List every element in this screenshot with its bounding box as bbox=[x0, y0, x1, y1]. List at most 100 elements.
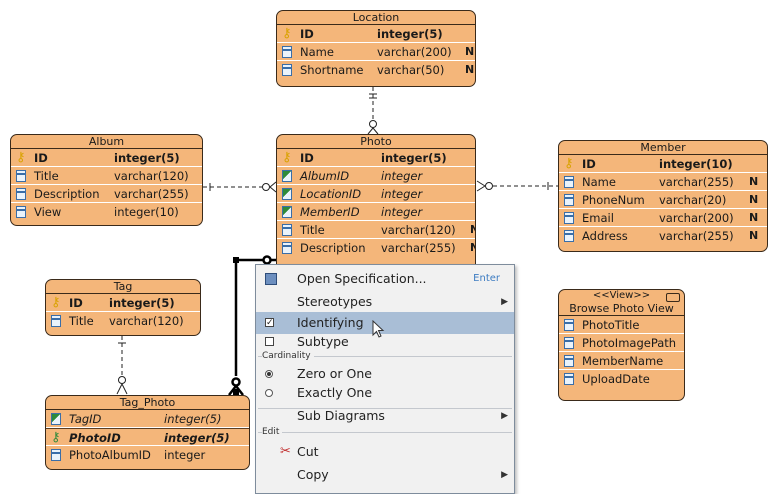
submenu-arrow-icon: ▶ bbox=[501, 470, 508, 480]
table-row[interactable]: Shortname varchar(50) N bbox=[277, 61, 475, 79]
mouse-cursor-icon bbox=[372, 320, 385, 338]
menu-item-subtype[interactable]: Subtype bbox=[256, 331, 514, 353]
primary-key-icon: ⚷ bbox=[282, 150, 292, 165]
entity-tag-photo-title: Tag_Photo bbox=[46, 396, 249, 410]
column-icon bbox=[564, 355, 574, 367]
entity-location[interactable]: Location ⚷ ID integer(5) Name varchar(20… bbox=[276, 10, 476, 87]
table-row[interactable]: TagID integer(5) bbox=[46, 410, 249, 428]
foreign-key-icon bbox=[282, 188, 292, 200]
radio-unselected-icon bbox=[265, 389, 273, 397]
view-stereotype: <<View>> bbox=[592, 290, 651, 301]
entity-member[interactable]: Member ⚷ ID integer(10) Name varchar(255… bbox=[558, 140, 768, 252]
column-icon bbox=[564, 176, 574, 188]
menu-item-stereotypes[interactable]: Stereotypes ▶ bbox=[256, 291, 514, 313]
column-icon bbox=[282, 224, 292, 236]
nullable-badge: N bbox=[470, 239, 475, 257]
nullable-badge: N bbox=[465, 45, 475, 58]
nullable-badge: N bbox=[749, 211, 759, 224]
table-row[interactable]: PhoneNum varchar(20) N bbox=[559, 191, 767, 209]
entity-tag-title: Tag bbox=[46, 280, 200, 294]
entity-photo-title: Photo bbox=[277, 135, 475, 149]
nullable-badge: N bbox=[470, 221, 475, 239]
menu-item-exactly-one[interactable]: Exactly One bbox=[256, 382, 514, 404]
table-row[interactable]: UploadDate bbox=[559, 370, 684, 388]
nullable-badge: N bbox=[749, 175, 759, 188]
menu-separator bbox=[256, 404, 514, 414]
table-row[interactable]: MemberID integer bbox=[277, 203, 475, 221]
entity-location-title: Location bbox=[277, 11, 475, 25]
menu-item-identifying[interactable]: ✓ Identifying bbox=[256, 312, 514, 334]
column-icon bbox=[564, 319, 574, 331]
submenu-arrow-icon: ▶ bbox=[501, 297, 508, 307]
nullable-badge: N bbox=[465, 63, 475, 76]
table-row[interactable]: LocationID integer bbox=[277, 185, 475, 203]
entity-tag-photo[interactable]: Tag_Photo TagID integer(5) ⚷ PhotoID int… bbox=[45, 395, 250, 470]
menu-item-cut[interactable]: ✂ Cut bbox=[280, 444, 319, 459]
table-row[interactable]: AlbumID integer bbox=[277, 167, 475, 185]
view-icon bbox=[666, 293, 680, 302]
table-row[interactable]: ⚷ ID integer(5) bbox=[11, 149, 202, 167]
column-icon bbox=[282, 64, 292, 76]
table-row[interactable]: PhotoAlbumID integer bbox=[46, 446, 249, 464]
column-icon bbox=[16, 188, 26, 200]
table-row[interactable]: Title varchar(120) bbox=[11, 167, 202, 185]
nullable-badge: N bbox=[749, 193, 759, 206]
table-row[interactable]: Email varchar(200) N bbox=[559, 209, 767, 227]
table-row[interactable]: Name varchar(255) N bbox=[559, 173, 767, 191]
submenu-arrow-icon: ▶ bbox=[501, 411, 508, 421]
table-row[interactable]: Title varchar(120) bbox=[46, 312, 200, 330]
table-row[interactable]: ⚷ PhotoID integer(5) bbox=[46, 428, 249, 446]
primary-key-icon: ⚷ bbox=[16, 150, 26, 165]
foreign-key-icon bbox=[51, 413, 61, 425]
menu-item-sub-diagrams[interactable]: Sub Diagrams ▶ bbox=[256, 405, 514, 427]
menu-section-edit: Edit bbox=[256, 427, 514, 438]
column-icon bbox=[564, 373, 574, 385]
table-row[interactable]: PhotoImagePath bbox=[559, 334, 684, 352]
column-icon bbox=[564, 212, 574, 224]
nullable-badge: N bbox=[749, 229, 759, 242]
table-row[interactable]: Address varchar(255) N bbox=[559, 227, 767, 245]
primary-foreign-key-icon: ⚷ bbox=[51, 430, 61, 445]
table-row[interactable]: Description varchar(255) N bbox=[277, 239, 475, 257]
primary-key-icon: ⚷ bbox=[51, 295, 61, 310]
table-row[interactable]: ⚷ ID integer(5) bbox=[46, 294, 200, 312]
entity-photo[interactable]: Photo ⚷ ID integer(5) AlbumID integer Lo… bbox=[276, 134, 476, 274]
column-icon bbox=[282, 242, 292, 254]
radio-selected-icon bbox=[265, 370, 273, 378]
table-row[interactable]: Name varchar(200) N bbox=[277, 43, 475, 61]
column-icon bbox=[51, 449, 61, 461]
column-icon bbox=[16, 170, 26, 182]
shortcut-label: Enter bbox=[473, 273, 500, 284]
column-icon bbox=[51, 315, 61, 327]
checkbox-checked-icon: ✓ bbox=[265, 318, 274, 328]
table-row[interactable]: Description varchar(255) bbox=[11, 185, 202, 203]
table-row[interactable]: ⚷ ID integer(5) bbox=[277, 25, 475, 43]
primary-key-icon: ⚷ bbox=[564, 156, 574, 171]
primary-key-icon: ⚷ bbox=[282, 26, 292, 41]
entity-tag[interactable]: Tag ⚷ ID integer(5) Title varchar(120) bbox=[45, 279, 201, 336]
entity-album-title: Album bbox=[11, 135, 202, 149]
column-icon bbox=[282, 46, 292, 58]
menu-section-cardinality: Cardinality bbox=[256, 351, 514, 362]
table-row[interactable]: MemberName bbox=[559, 352, 684, 370]
menu-item-zero-or-one[interactable]: Zero or One bbox=[256, 363, 514, 385]
entity-browse-photo-view-title: Browse Photo View bbox=[559, 302, 684, 316]
scissors-icon: ✂ bbox=[280, 444, 291, 459]
menu-item-copy[interactable]: Copy ▶ bbox=[256, 464, 514, 486]
table-row[interactable]: ⚷ ID integer(5) bbox=[277, 149, 475, 167]
column-icon bbox=[16, 206, 26, 218]
menu-item-open-specification[interactable]: Open Specification... Enter bbox=[256, 268, 514, 290]
entity-album[interactable]: Album ⚷ ID integer(5) Title varchar(120)… bbox=[10, 134, 203, 226]
table-row[interactable]: ⚷ ID integer(10) bbox=[559, 155, 767, 173]
column-icon bbox=[564, 194, 574, 206]
foreign-key-icon bbox=[282, 170, 292, 182]
entity-browse-photo-view[interactable]: <<View>> Browse Photo View PhotoTitle Ph… bbox=[558, 289, 685, 401]
table-row[interactable]: PhotoTitle bbox=[559, 316, 684, 334]
table-row[interactable]: View integer(10) bbox=[11, 203, 202, 221]
table-row[interactable]: Title varchar(120) N bbox=[277, 221, 475, 239]
specification-icon bbox=[265, 273, 277, 285]
context-menu[interactable]: Open Specification... Enter Stereotypes … bbox=[255, 264, 515, 494]
column-icon bbox=[564, 230, 574, 242]
